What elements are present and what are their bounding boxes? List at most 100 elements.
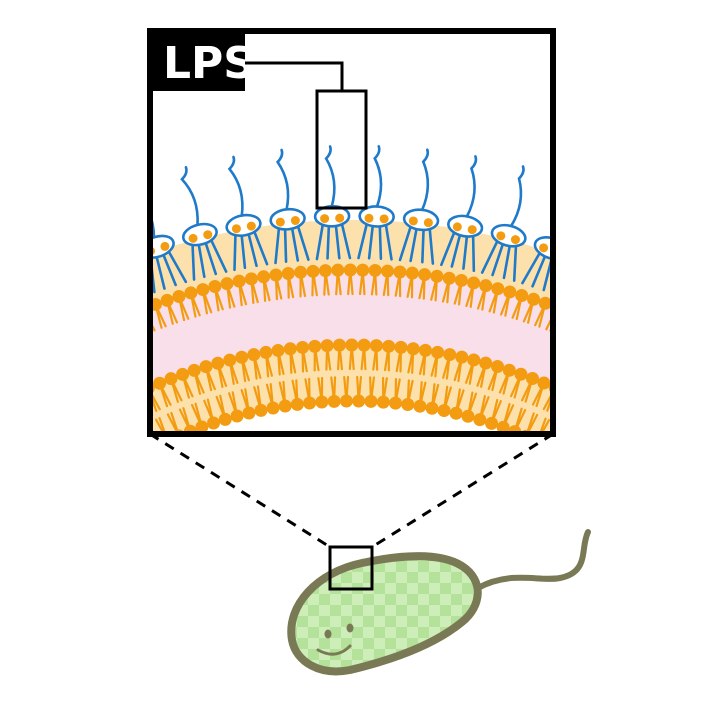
lipid-head [709, 494, 720, 507]
lps-core-dot [119, 257, 128, 266]
lipid-tail [646, 357, 657, 379]
lps-lipid-chain [600, 282, 624, 313]
lipid-tail [602, 458, 617, 477]
lipid-tail [0, 544, 12, 558]
zoom-line-right [371, 432, 554, 549]
lipid-head [502, 363, 516, 377]
lps-molecule [673, 265, 720, 371]
lps-lipid-chain [125, 262, 146, 294]
lipid-head [92, 322, 105, 335]
lps-label-box [150, 31, 245, 91]
lipid-tail [672, 475, 690, 492]
lipid-tail [622, 344, 636, 364]
lipid-head [207, 416, 221, 430]
lps-lipid-chain [707, 352, 720, 377]
lipid-tail [650, 496, 665, 515]
lps-core-dot [711, 329, 720, 338]
lps-lipid-chain [646, 305, 668, 336]
lipid-head [118, 457, 131, 470]
lipid-tail [715, 519, 720, 536]
lps-o-antigen [45, 218, 70, 271]
lipid-head [582, 398, 595, 411]
lipid-head [574, 310, 587, 323]
lipid-tail [716, 576, 720, 588]
lipid-tail [53, 444, 66, 464]
lps-lipid-chain [315, 219, 325, 261]
lps-o-antigen [3, 241, 31, 292]
lps-o-antigen [465, 155, 478, 218]
lps-lipid-chain [84, 280, 108, 311]
lipid-head [318, 264, 332, 278]
lipid-tail [0, 403, 1, 420]
lipid-tail [693, 542, 710, 559]
lps-core-dot [231, 224, 241, 234]
lps-lipid-chain [0, 349, 1, 374]
lipid-head [77, 484, 90, 497]
lipid-tail [668, 516, 686, 532]
lipid-head [283, 342, 297, 356]
lps-lipid-chain [657, 309, 674, 343]
lps-lipid-chain [637, 303, 663, 332]
lps-core-dot [622, 276, 631, 285]
lipid-head [254, 403, 268, 417]
lps-molecule [180, 165, 228, 281]
lipid-head [339, 394, 353, 408]
lipid-head [382, 339, 396, 353]
lipid-head [525, 371, 539, 385]
lps-lipid-chain [68, 288, 78, 326]
lipid-tail [34, 366, 45, 387]
lipid-tail [104, 410, 117, 430]
lps-lipid-chain [2, 326, 26, 356]
lipid-head [692, 379, 705, 392]
lipid-tail [653, 364, 668, 383]
lipid-head [218, 412, 232, 426]
lipid-tail [650, 498, 667, 515]
lipid-tail [43, 451, 56, 471]
lipid-head [538, 296, 552, 310]
lipid-head [153, 376, 167, 390]
lipid-head [661, 357, 674, 370]
lipid-head [694, 562, 707, 575]
lps-o-antigen [555, 180, 571, 239]
lipid-tail [33, 459, 47, 479]
lipid-head [413, 399, 427, 413]
lipid-head [331, 263, 345, 277]
lps-core-ring [614, 266, 653, 299]
lps-lipid-chain [35, 306, 52, 340]
lipid-tail [672, 378, 688, 396]
lipid-head [356, 263, 370, 277]
lipid-tail [708, 565, 720, 578]
lipid-head [515, 288, 529, 302]
bacterium-eye-left [324, 629, 332, 639]
lipid-head [716, 592, 720, 605]
lps-o-antigen [180, 165, 199, 227]
lipid-head [485, 416, 499, 430]
lipid-head [430, 269, 444, 283]
lipid-head [22, 533, 35, 546]
lipid-head [308, 339, 322, 353]
lipid-head [27, 452, 40, 465]
lps-core-dot [423, 218, 433, 228]
lipid-head [70, 334, 83, 347]
lipid-tail [570, 436, 580, 458]
lps-lipid-chain [45, 300, 71, 329]
lipid-tail [137, 393, 146, 416]
lps-lipid-chain [700, 336, 715, 372]
lps-o-antigen [678, 239, 703, 294]
lipid-head [603, 410, 616, 423]
lipid-tail [622, 471, 635, 491]
lps-molecule [313, 145, 352, 261]
lps-lipid-chain [715, 355, 720, 383]
lps-core-ring [691, 310, 720, 346]
lipid-head [425, 401, 439, 415]
lipid-tail [559, 430, 568, 452]
lps-molecule [0, 267, 35, 369]
lipid-head [17, 460, 30, 473]
lipid-tail [87, 334, 96, 356]
lipid-tail [43, 451, 59, 469]
lps-o-antigen [275, 148, 290, 211]
lipid-head [686, 552, 699, 565]
lipid-tail [716, 572, 720, 587]
lipid-head [431, 345, 445, 359]
